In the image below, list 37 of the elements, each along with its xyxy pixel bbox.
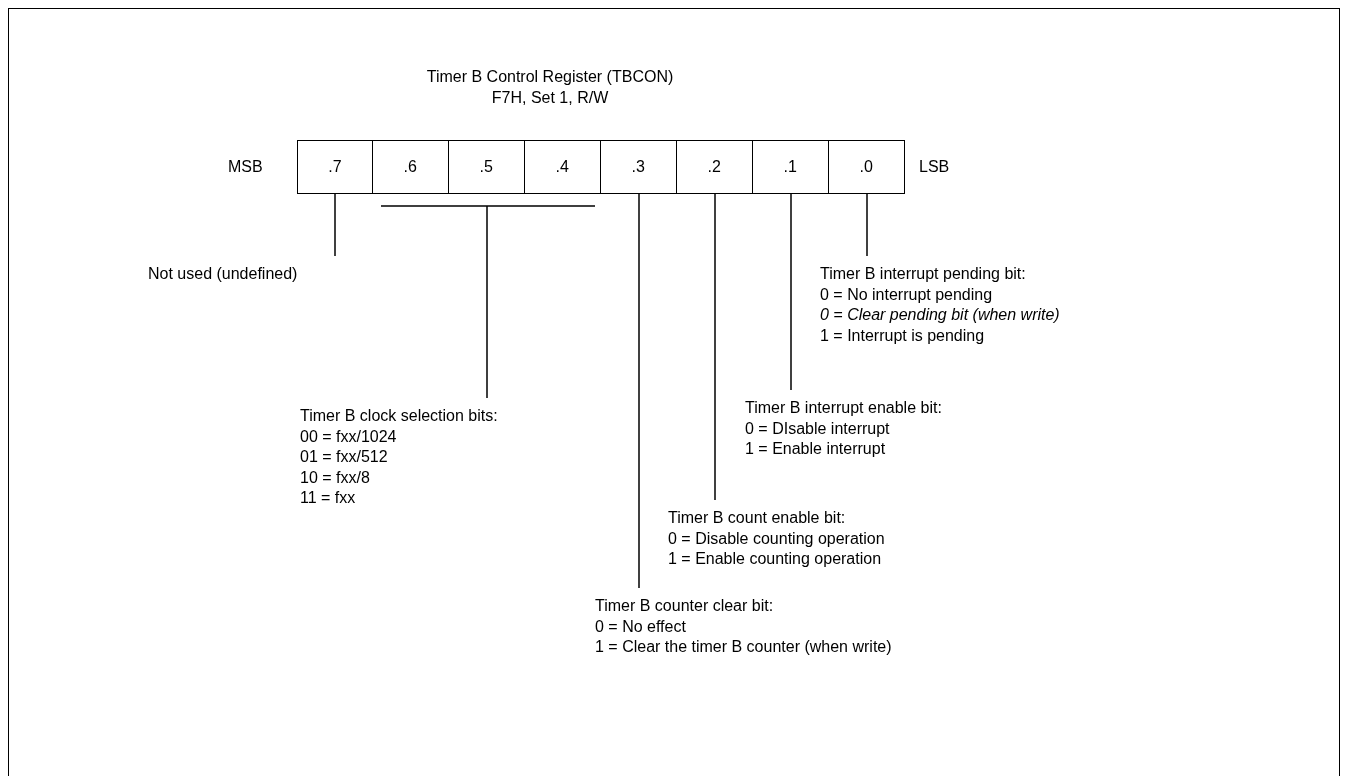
diagram-title: Timer B Control Register (TBCON) <box>425 67 675 87</box>
bit-description: Timer B count enable bit: <box>668 508 847 528</box>
bit-value-line: 0 = Clear pending bit (when write) <box>820 305 1061 325</box>
bit-cell: .5 <box>447 140 525 194</box>
bit-description: Timer B interrupt enable bit: <box>745 398 943 418</box>
bit-cell: .0 <box>827 140 905 194</box>
leader-line <box>790 193 792 391</box>
bit-value-line: 1 = Clear the timer B counter (when write) <box>595 637 893 657</box>
leader-line <box>866 193 868 257</box>
bit-cell: .1 <box>751 140 829 194</box>
bit-description: Not used (undefined) <box>148 264 299 284</box>
bit-description: Timer B interrupt pending bit: <box>820 264 1027 284</box>
bit-value-line: 0 = No effect <box>595 616 687 637</box>
bit-description: Timer B clock selection bits: <box>300 406 499 426</box>
bit-value-line: 01 = fxx/512 <box>300 447 389 467</box>
bit-cell: .7 <box>297 140 373 194</box>
bit-value-line: 0 = No interrupt pending <box>820 284 994 305</box>
bit-value-line: 1 = Enable counting operation <box>668 549 883 569</box>
bit-value-line: 10 = fxx/8 <box>300 467 371 488</box>
bit-cell: .4 <box>523 140 601 194</box>
bit-value-line: 1 = Enable interrupt <box>745 439 887 459</box>
bit-cell: .6 <box>371 140 449 194</box>
bit-cell: .2 <box>675 140 753 194</box>
bit-value-line: 00 = fxx/1024 <box>300 426 398 447</box>
bit-value-line: 0 = DIsable interrupt <box>745 418 891 439</box>
bit-cell: .3 <box>599 140 677 194</box>
bit-value-line: 0 = Disable counting operation <box>668 528 886 549</box>
bit-description: Timer B counter clear bit: <box>595 596 775 616</box>
register-address: F7H, Set 1, R/W <box>490 88 610 108</box>
leader-line <box>638 193 640 589</box>
leader-line <box>334 193 336 257</box>
bit-value-line: 1 = Interrupt is pending <box>820 325 986 346</box>
bit-value-line: 11 = fxx <box>300 488 357 508</box>
leader-line <box>714 193 716 501</box>
leader-line <box>380 205 596 399</box>
lsb-label: LSB <box>919 157 950 177</box>
msb-label: MSB <box>228 157 263 177</box>
